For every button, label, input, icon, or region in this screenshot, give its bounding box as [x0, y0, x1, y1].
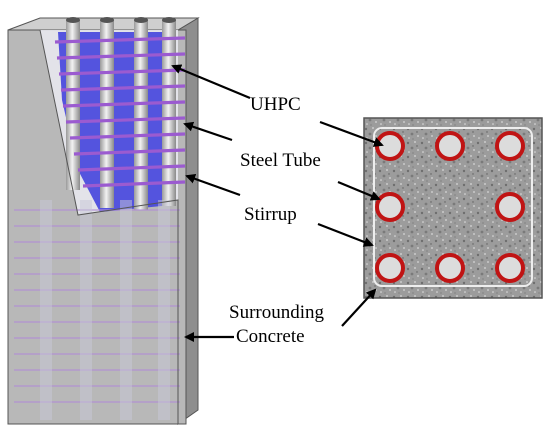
section-stirrup — [373, 127, 533, 287]
arrow-steel-tube-right — [337, 180, 381, 201]
arrow-stirrup-left — [185, 173, 241, 197]
section-tubes — [375, 131, 525, 283]
column-lower-outline — [7, 29, 179, 425]
stirrups-visible — [54, 36, 186, 188]
label-uhpc: UHPC — [250, 94, 301, 115]
arrow-steel-tube-left — [183, 121, 233, 142]
tubes-embedded — [40, 200, 170, 420]
arrows — [171, 64, 384, 342]
arrow-stirrup-right — [317, 222, 374, 247]
column-3d — [7, 17, 200, 425]
label-steel-tube: Steel Tube — [240, 150, 321, 171]
arrow-uhpc-left — [171, 64, 251, 100]
label-concrete: Concrete — [236, 326, 305, 347]
label-stirrup: Stirrup — [244, 204, 297, 225]
arrow-concrete-right — [341, 288, 377, 327]
cross-section — [363, 117, 543, 299]
label-surrounding: Surrounding — [229, 302, 325, 323]
arrow-uhpc-right — [319, 120, 384, 147]
